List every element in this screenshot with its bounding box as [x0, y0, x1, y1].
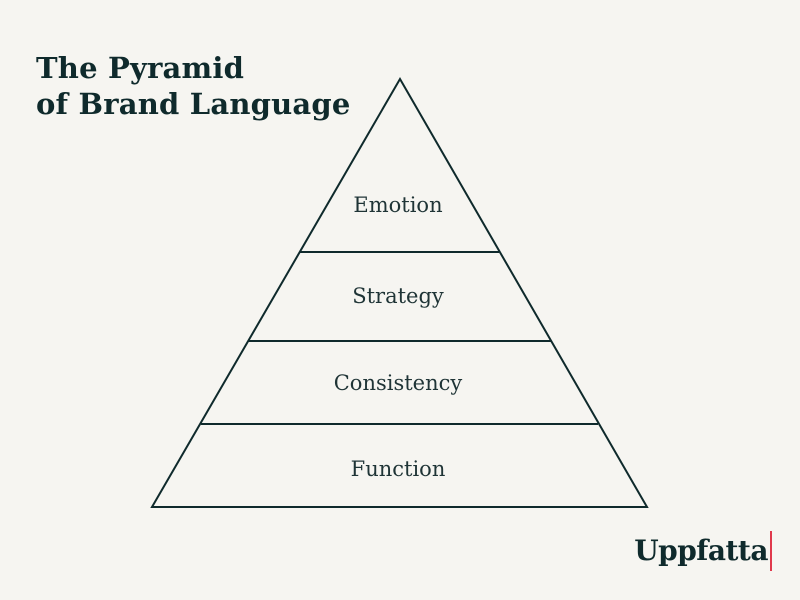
brand-logo-accent-bar — [770, 531, 772, 571]
layer-label-strategy: Strategy — [352, 284, 444, 308]
brand-logo: Uppfatta — [634, 530, 772, 572]
pyramid-outline — [150, 77, 649, 508]
layer-label-emotion: Emotion — [353, 193, 442, 217]
title-line-1: The Pyramid — [36, 51, 245, 85]
layer-label-consistency: Consistency — [334, 371, 463, 395]
layer-label-function: Function — [351, 457, 446, 481]
page-title: The Pyramid of Brand Language — [36, 50, 351, 122]
brand-logo-text: Uppfatta — [634, 534, 768, 567]
title-line-2: of Brand Language — [36, 87, 351, 121]
